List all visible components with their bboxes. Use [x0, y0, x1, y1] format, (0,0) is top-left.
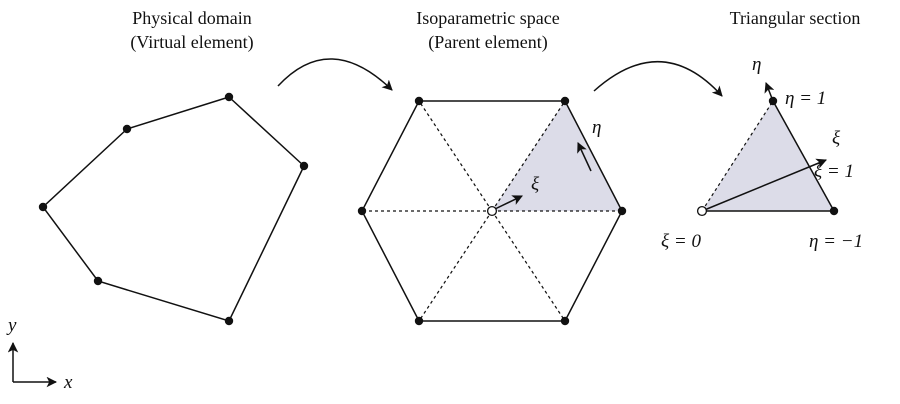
- physical-polygon: [38, 92, 309, 326]
- title-isoparametric-space: Isoparametric space: [416, 8, 559, 28]
- title-triangular-section: Triangular section: [730, 8, 861, 28]
- parent-hexagon: [357, 96, 627, 326]
- shaded-triangle: [492, 101, 622, 211]
- axis-label-x: x: [63, 372, 73, 393]
- mapping-arrow-2: [593, 60, 723, 97]
- polygon-node: [299, 161, 309, 171]
- hexagon-node: [617, 206, 627, 216]
- hexagon-node: [414, 96, 424, 106]
- triangle-node: [768, 96, 778, 106]
- hexagon-node: [560, 316, 570, 326]
- center-node: [486, 205, 498, 217]
- polygon-node: [224, 92, 234, 102]
- eta-arrow-hexagon: [577, 142, 592, 172]
- hexagon-node: [357, 206, 367, 216]
- triangular-section: [696, 82, 839, 217]
- title-virtual-element: (Virtual element): [130, 32, 253, 53]
- triangle-fill: [702, 101, 834, 211]
- label-eta-equals-minus-one: η = −1: [809, 231, 863, 252]
- label-eta-equals-one: η = 1: [785, 88, 826, 109]
- coordinate-axes: [7, 341, 58, 388]
- polygon-node: [93, 276, 103, 286]
- title-physical-domain: Physical domain: [132, 8, 252, 28]
- label-xi-equals-zero: ξ = 0: [661, 231, 701, 252]
- axis-label-y: y: [6, 315, 17, 336]
- xi-arrow-hexagon: [494, 195, 523, 210]
- label-xi-triangle: ξ: [832, 128, 841, 149]
- polygon-node: [38, 202, 48, 212]
- label-eta-triangle: η: [752, 54, 761, 75]
- triangle-origin-node: [696, 205, 708, 217]
- hexagon-node: [414, 316, 424, 326]
- label-eta-hexagon: η: [592, 117, 601, 138]
- title-parent-element: (Parent element): [428, 32, 547, 53]
- label-xi-equals-one: ξ = 1: [814, 161, 854, 182]
- label-xi-hexagon: ξ: [531, 174, 540, 195]
- xi-arrow-triangle: [701, 158, 827, 212]
- triangle-node: [829, 206, 839, 216]
- hexagon-node: [560, 96, 570, 106]
- polygon-node: [224, 316, 234, 326]
- polygon-node: [122, 124, 132, 134]
- mapping-arrow-1: [277, 58, 393, 91]
